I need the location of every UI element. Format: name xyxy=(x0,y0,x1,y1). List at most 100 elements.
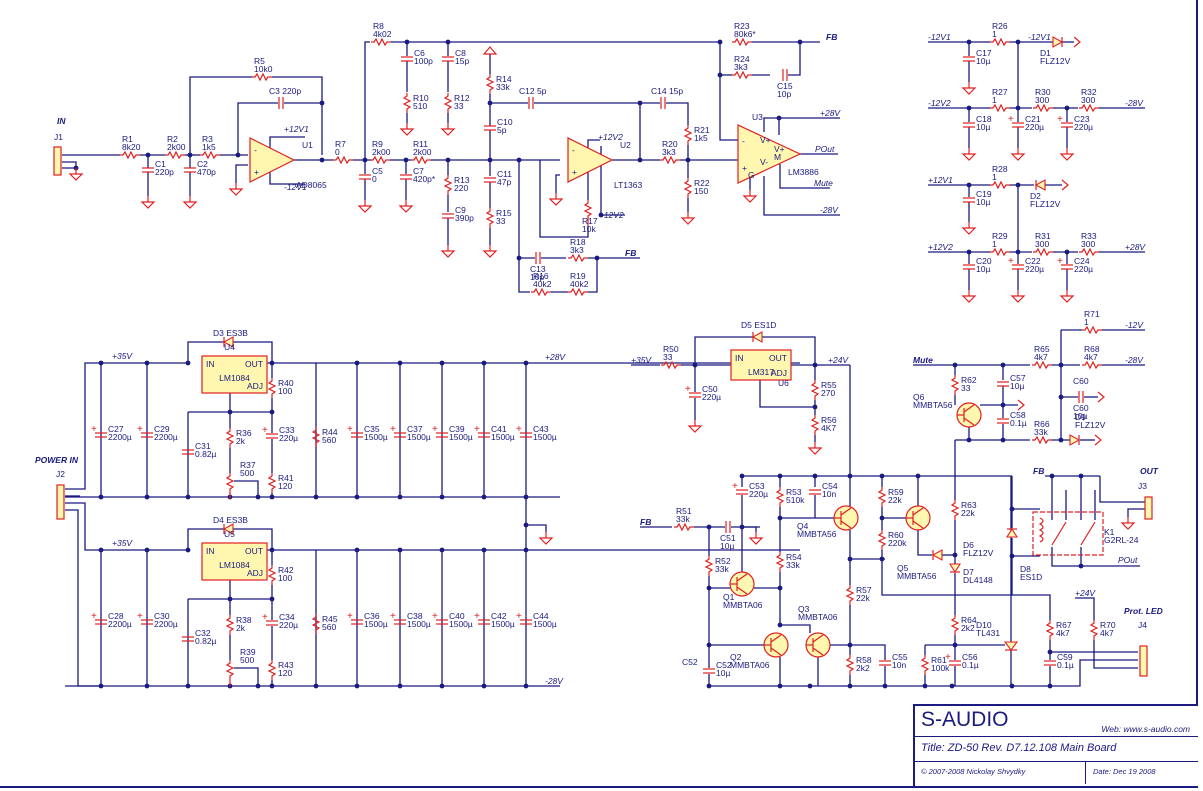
ground-icon xyxy=(1059,295,1075,303)
ref-c5: C5 xyxy=(372,166,383,176)
value-r12: 33 xyxy=(454,101,464,111)
ref-c43: C43 xyxy=(533,424,549,434)
value-r43: 120 xyxy=(278,668,292,678)
value-r70: 4k7 xyxy=(1100,628,1114,638)
ground-icon xyxy=(548,198,564,206)
resistor-r60 xyxy=(877,530,887,550)
part-u2: LT1363 xyxy=(614,180,642,190)
ref-c12: C12 5p xyxy=(519,86,547,96)
ref-q6: Q6 xyxy=(913,392,925,402)
value-d6: FLZ12V xyxy=(963,548,994,558)
wire xyxy=(779,164,830,189)
wire xyxy=(555,174,560,193)
ref-u5: U5 xyxy=(224,529,235,539)
resistor-r27 xyxy=(990,103,1010,113)
value-c41: 1500µ xyxy=(491,432,515,442)
value-c17: 10µ xyxy=(976,56,990,66)
ref-d3: D3 ES3B xyxy=(213,328,248,338)
polarity-mark: + xyxy=(137,611,143,622)
net-n28-rail: -28V xyxy=(545,676,564,686)
ref-r57: R57 xyxy=(856,585,872,595)
net-fb-u2: FB xyxy=(625,248,636,258)
value-r32: 300 xyxy=(1081,95,1095,105)
junction xyxy=(1058,394,1064,400)
polarity-mark: + xyxy=(91,424,97,435)
value-c7: 420p* xyxy=(413,174,436,184)
value-r45: 560 xyxy=(322,622,336,632)
value-r30: 300 xyxy=(1035,95,1049,105)
net-p12v1-in: +12V1 xyxy=(928,175,953,185)
resistor-r56 xyxy=(810,415,820,435)
value-c53: 220µ xyxy=(749,489,768,499)
ref-c33: C33 xyxy=(279,425,295,435)
polarity-mark: + xyxy=(945,652,951,663)
ref-d7: D7 xyxy=(963,567,974,577)
connector-j2 xyxy=(56,484,65,520)
ground-icon xyxy=(398,205,414,213)
junction xyxy=(144,683,150,689)
ref-j2: J2 xyxy=(56,469,65,479)
junction xyxy=(269,494,275,500)
ref-c18: C18 xyxy=(976,114,992,124)
polarity-mark: + xyxy=(432,424,438,435)
value-d2: FLZ12V xyxy=(1030,199,1061,209)
value-r17: 10k xyxy=(582,224,596,234)
resistor-r65 xyxy=(1032,360,1052,370)
value-c38: 1500µ xyxy=(407,619,431,629)
ref-c9: C9 xyxy=(455,205,466,215)
pin-vplus-2: V+ xyxy=(774,144,785,154)
part-k1: G2RL-24 xyxy=(1104,535,1139,545)
ground-icon xyxy=(399,128,415,136)
wire xyxy=(788,42,801,76)
ground-icon xyxy=(538,537,554,545)
value-r67: 4k7 xyxy=(1056,628,1070,638)
value-r55: 270 xyxy=(821,388,835,398)
ref-q3: Q3 xyxy=(798,604,810,614)
value-c6: 100p xyxy=(414,56,433,66)
value-r37: 500 xyxy=(240,468,254,478)
resistor-r57 xyxy=(845,585,855,605)
polarity-mark: + xyxy=(347,424,353,435)
ground-icon xyxy=(1059,153,1075,161)
ref-q1: Q1 xyxy=(723,592,735,602)
polarity-mark: + xyxy=(432,611,438,622)
value-r22: 150 xyxy=(694,186,708,196)
ref-c51: C51 xyxy=(720,533,736,543)
resistor-r51 xyxy=(674,522,694,532)
value-c21: 220µ xyxy=(1025,122,1044,132)
ref-c20: C20 xyxy=(976,256,992,266)
value-r61: 100k xyxy=(931,663,950,673)
net-in: IN xyxy=(57,116,66,126)
resistor-r24 xyxy=(732,70,752,80)
value-r57: 22k xyxy=(856,593,870,603)
net-fb-u3: FB xyxy=(826,32,837,42)
ref-r22: R22 xyxy=(694,178,710,188)
value-c60: 10µ xyxy=(1073,411,1087,421)
resistor-r38 xyxy=(225,615,235,635)
pin-adj: ADJ xyxy=(247,568,263,578)
ref-k1: K1 xyxy=(1104,527,1115,537)
diode-d7 xyxy=(949,563,961,574)
value-c31: 0.82µ xyxy=(195,449,217,459)
ref-r63: R63 xyxy=(961,500,977,510)
value-r68: 4k7 xyxy=(1084,352,1098,362)
ref-r7: R7 xyxy=(335,139,346,149)
pin-vminus: V- xyxy=(760,157,768,167)
ref-c60-l: C60 xyxy=(1073,376,1089,386)
wires xyxy=(62,39,1145,689)
resistor-r55 xyxy=(810,380,820,400)
wire xyxy=(588,258,598,293)
value-r8: 4k02 xyxy=(373,29,392,39)
resistor-r41 xyxy=(267,473,277,493)
value-c11: 47p xyxy=(497,177,511,187)
net-p12v2: +12V2 xyxy=(598,132,623,142)
ref-r41: R41 xyxy=(278,473,294,483)
value-d1: FLZ12V xyxy=(1040,56,1071,66)
regulator-u5 xyxy=(201,542,268,581)
connector-j1 xyxy=(53,146,62,176)
ref-r20: R20 xyxy=(662,139,678,149)
value-r23: 80k6* xyxy=(734,29,756,39)
ref-r40: R40 xyxy=(278,378,294,388)
opamp-u2 xyxy=(567,137,614,183)
wire xyxy=(235,164,248,183)
